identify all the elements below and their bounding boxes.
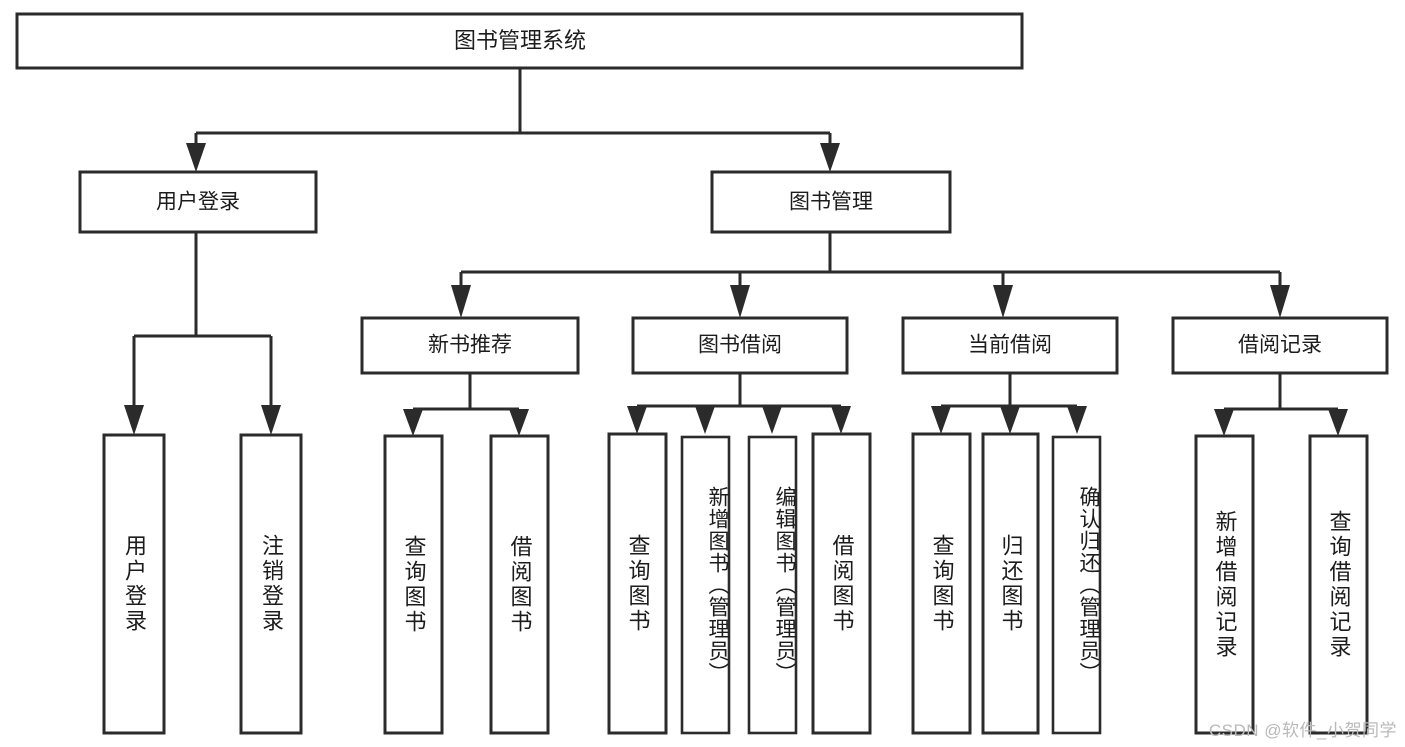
node-leaf-add-book-box[interactable]	[680, 435, 731, 735]
node-root-box[interactable]	[15, 12, 1024, 70]
arrow-head-leaf-borrow-book-1	[509, 409, 529, 436]
node-leaf-query-book-2-box[interactable]	[607, 432, 668, 735]
node-user-login[interactable]: 用户登录	[78, 170, 318, 234]
arrow-head-leaf-query-book-3	[931, 406, 951, 434]
node-borrow-record[interactable]: 借阅记录	[1171, 316, 1389, 375]
arrow-head-book-manage	[820, 143, 840, 172]
connector-layer	[124, 68, 1348, 436]
node-book-manage[interactable]: 图书管理	[710, 170, 952, 234]
arrow-head-leaf-edit-book	[762, 406, 782, 434]
arrow-head-leaf-return-book	[1000, 406, 1020, 434]
node-book-manage-box[interactable]	[710, 170, 952, 234]
node-book-borrow-label: 图书借阅	[698, 334, 782, 357]
node-book-borrow[interactable]: 图书借阅	[631, 316, 849, 375]
node-user-login-label: 用户登录	[156, 191, 240, 214]
node-leaf-confirm-return-box[interactable]	[1051, 435, 1102, 735]
node-leaf-return-book-box[interactable]	[981, 432, 1040, 735]
node-leaf-edit-book-box[interactable]	[747, 435, 798, 735]
arrow-head-leaf-confirm-return	[1067, 406, 1087, 434]
node-current-borrow-label: 当前借阅	[968, 334, 1052, 357]
node-leaf-query-book-1-box[interactable]	[383, 434, 444, 735]
arrow-head-leaf-user-login	[124, 405, 144, 435]
node-leaf-query-record-box[interactable]	[1308, 434, 1369, 735]
watermark-text: CSDN @软件_小贺同学	[1208, 721, 1397, 740]
node-current-borrow[interactable]: 当前借阅	[901, 316, 1119, 375]
arrow-head-leaf-query-book-1	[403, 409, 423, 436]
arrow-head-new-book-recommend	[451, 285, 471, 318]
node-root-label: 图书管理系统	[454, 28, 586, 53]
node-borrow-record-label: 借阅记录	[1238, 334, 1322, 357]
node-root[interactable]: 图书管理系统	[15, 12, 1024, 70]
node-leaf-logout-login-box[interactable]	[239, 433, 303, 735]
arrow-head-book-borrow	[730, 285, 750, 318]
arrow-head-leaf-add-book	[695, 406, 715, 434]
arrow-head-leaf-borrow-book-2	[831, 406, 851, 434]
node-new-book-recommend-box[interactable]	[360, 316, 580, 375]
node-borrow-record-box[interactable]	[1171, 316, 1389, 375]
node-leaf-borrow-book-2-box[interactable]	[811, 432, 872, 735]
arrow-head-leaf-add-record	[1214, 409, 1234, 436]
node-book-borrow-box[interactable]	[631, 316, 849, 375]
node-leaf-borrow-book-1-box[interactable]	[489, 434, 550, 735]
node-leaf-query-book-3-box[interactable]	[911, 432, 972, 735]
arrow-head-borrow-record	[1270, 285, 1290, 318]
arrow-head-leaf-query-record	[1328, 409, 1348, 436]
node-book-manage-label: 图书管理	[789, 191, 873, 214]
arrow-head-user-login	[186, 143, 206, 172]
node-current-borrow-box[interactable]	[901, 316, 1119, 375]
node-new-book-recommend[interactable]: 新书推荐	[360, 316, 580, 375]
arrow-head-current-borrow	[993, 285, 1013, 318]
node-new-book-recommend-label: 新书推荐	[428, 334, 512, 357]
arrow-head-leaf-logout-login	[261, 405, 281, 435]
node-user-login-box[interactable]	[78, 170, 318, 234]
node-leaf-add-record-box[interactable]	[1194, 434, 1255, 735]
arrow-head-leaf-query-book-2	[627, 406, 647, 434]
node-leaf-user-login-box[interactable]	[102, 433, 166, 735]
